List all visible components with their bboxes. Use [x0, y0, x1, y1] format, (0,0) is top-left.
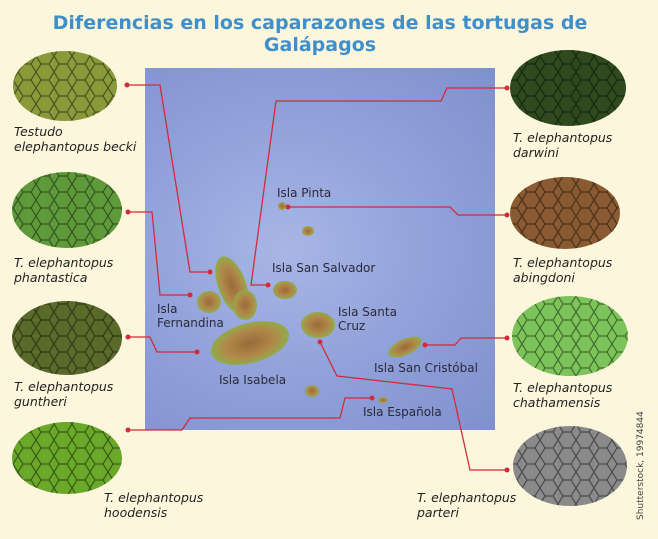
shell-becki-icon	[13, 51, 117, 121]
label-isla-san-salvador: Isla San Salvador	[272, 261, 376, 275]
island-isabela-mid	[233, 290, 257, 320]
shell-hoodensis-icon	[12, 422, 122, 494]
leader-parteri	[319, 341, 507, 471]
label-isla-fernandina-2: Fernandina	[157, 316, 224, 330]
island-fernandina	[197, 291, 221, 313]
shell-guntheri-icon	[12, 301, 122, 375]
leader-lines	[127, 84, 507, 471]
image-credit: Shutterstock, 19974844	[636, 411, 646, 520]
leader-guntheri	[128, 336, 197, 353]
label-isla-san-cristobal: Isla San Cristóbal	[374, 361, 478, 375]
leader-hoodensis	[128, 397, 372, 431]
shells	[12, 50, 628, 506]
leader-phantastica	[128, 211, 190, 296]
shell-parteri-icon	[513, 426, 627, 506]
label-isla-isabela: Isla Isabela	[219, 373, 287, 387]
shell-darwini-icon	[510, 50, 626, 126]
label-isla-santa-cruz-1: Isla Santa	[338, 305, 397, 319]
island-pinta	[278, 202, 286, 210]
island-san-cristobal	[388, 336, 422, 358]
galapagos-map	[145, 68, 495, 430]
leader-becki	[127, 84, 210, 273]
islands	[197, 202, 422, 403]
title: Diferencias en los caparazones de las to…	[52, 12, 588, 56]
island-santa-cruz	[301, 312, 335, 338]
island-isabela-south	[211, 321, 289, 365]
leader-abingdoni	[288, 206, 507, 216]
island-san-salvador	[273, 281, 297, 299]
shell-abingdoni-icon	[510, 177, 620, 249]
leader-chathamensis	[425, 337, 507, 346]
leader-darwini	[250, 87, 507, 286]
shell-phantastica-icon	[12, 172, 122, 248]
island-espanola	[378, 397, 388, 403]
shell-chathamensis-icon	[512, 296, 628, 376]
island-marchena	[302, 226, 314, 236]
label-isla-pinta: Isla Pinta	[277, 186, 332, 200]
label-isla-santa-cruz-2: Cruz	[338, 319, 366, 333]
leader-dots	[124, 82, 510, 473]
island-floreana	[305, 385, 319, 397]
label-isla-fernandina-1: Isla	[157, 302, 178, 316]
label-isla-espanola: Isla Española	[363, 405, 442, 419]
